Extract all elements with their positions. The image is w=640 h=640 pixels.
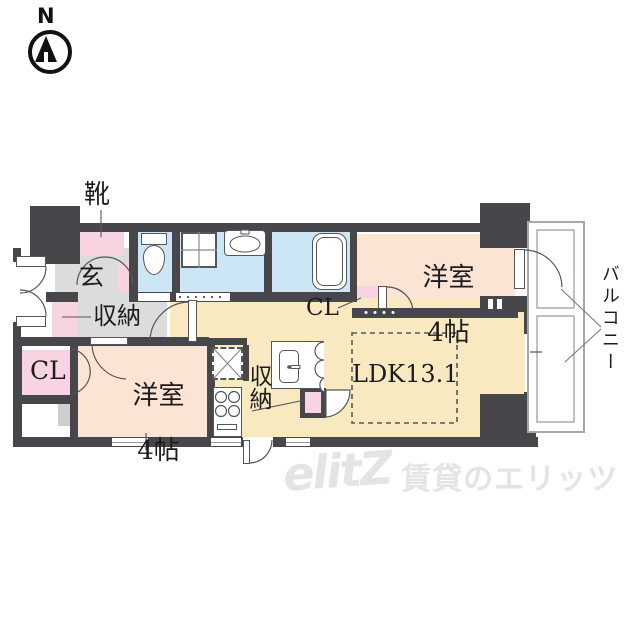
window-kitchen bbox=[211, 438, 241, 446]
opening-bottom-door bbox=[243, 437, 273, 447]
room-entry-storage bbox=[52, 300, 77, 344]
wall-bedroom-kitchen bbox=[207, 343, 215, 437]
wall-corner-tl bbox=[30, 206, 80, 264]
label-bedroom-north: 洋室 4帖 bbox=[372, 238, 492, 374]
label-entry-storage: 収納 bbox=[93, 302, 141, 330]
label-bedroom-north-line1: 洋室 bbox=[422, 263, 475, 294]
wall-under-genkan bbox=[46, 292, 78, 302]
label-genkan: 玄 bbox=[79, 262, 105, 291]
balcony-door-leaf bbox=[514, 249, 525, 289]
toilet-bowl-icon bbox=[143, 245, 165, 275]
toilet-tank-icon bbox=[141, 233, 167, 245]
room-bedroom-west bbox=[77, 345, 207, 439]
wall-entry-bottom-stub bbox=[13, 322, 21, 342]
wall-fridge-top bbox=[207, 338, 247, 345]
wall-below-closet-west bbox=[22, 395, 70, 404]
wall-under-bath bbox=[266, 292, 354, 302]
label-ldk: LDK13.1 bbox=[352, 360, 459, 388]
wall-bottom bbox=[13, 437, 538, 447]
bedroom-west-door-leaf bbox=[90, 337, 128, 345]
label-balcony: バルコニー bbox=[598, 264, 620, 374]
wall-fridge-right bbox=[243, 345, 249, 381]
wall-toilet-right bbox=[172, 228, 180, 300]
stove-handle-icon bbox=[217, 424, 237, 430]
bottom-door-leaf bbox=[243, 440, 250, 464]
wall-corner-tr bbox=[480, 203, 530, 248]
wall-closet-west-right bbox=[70, 345, 78, 437]
label-bedroom-north-line2: 4帖 bbox=[427, 317, 470, 348]
watermark: elitZ 賃貸のエリッツ bbox=[281, 440, 619, 501]
label-bedroom-west-line2: 4帖 bbox=[137, 435, 180, 466]
wall-toilet-left bbox=[129, 228, 138, 300]
room-kitchen-storage bbox=[305, 392, 321, 413]
door-toilet-track bbox=[138, 293, 170, 301]
bathtub-icon bbox=[312, 233, 347, 290]
compass-north-label: N bbox=[37, 4, 55, 28]
wall-bath-bedroom bbox=[350, 226, 357, 302]
wall-entry-top-stub bbox=[13, 248, 21, 262]
label-closet-west: CL bbox=[30, 356, 66, 385]
compass-needle-icon bbox=[35, 36, 57, 62]
label-closet-north: CL bbox=[306, 295, 339, 321]
wall-left bbox=[13, 337, 22, 447]
label-bedroom-west: 洋室 4帖 bbox=[82, 356, 202, 492]
window-ldk-south bbox=[286, 438, 310, 446]
room-ldk-upper bbox=[170, 298, 527, 345]
room-ldk-main bbox=[213, 345, 527, 440]
entrance-door-leaf-1 bbox=[16, 256, 46, 267]
label-shoes: 靴 bbox=[84, 180, 111, 210]
wall-wash-bath bbox=[264, 226, 272, 298]
hall-ldk-door-leaf bbox=[188, 300, 197, 342]
vent-slit-2 bbox=[497, 299, 502, 309]
wall-corner-br bbox=[480, 394, 536, 444]
entrance-door-leaf-2 bbox=[16, 316, 46, 327]
wall-under-bedroom-north bbox=[352, 308, 518, 318]
window-bedroom-west bbox=[112, 438, 148, 446]
vent-slit-1 bbox=[488, 299, 493, 309]
watermark-logo: elitZ bbox=[281, 440, 393, 502]
room-closet-west bbox=[22, 350, 70, 395]
compass-needle-notch bbox=[44, 52, 48, 64]
wall-right-vent bbox=[480, 296, 534, 312]
watermark-text: 賃貸のエリッツ bbox=[401, 462, 619, 497]
label-bedroom-west-line1: 洋室 bbox=[132, 381, 185, 412]
label-kitchen-storage: 収納 bbox=[245, 364, 271, 410]
